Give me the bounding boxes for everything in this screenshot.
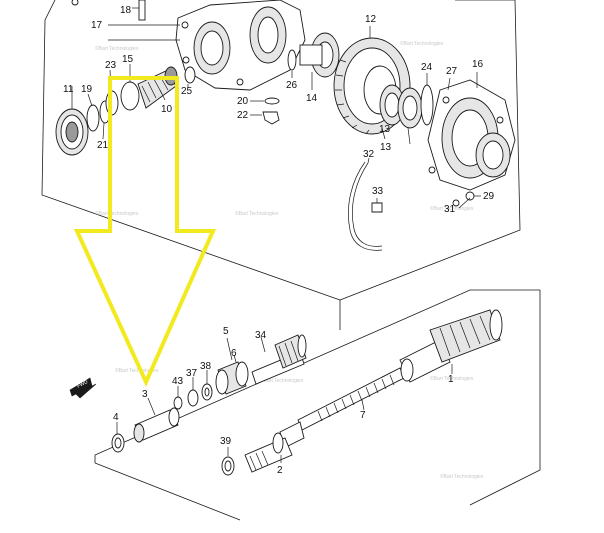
part-2-shaft [244, 432, 293, 473]
watermark-text: ©Bart Technologies [400, 40, 444, 47]
part-24-shim [420, 73, 434, 126]
part-label-13b: 13 [380, 142, 392, 153]
part-label-38: 38 [200, 361, 212, 372]
part-label-22: 22 [237, 110, 249, 121]
watermark-text: ©Bart Technologies [115, 367, 159, 374]
part-31-bolt [452, 197, 471, 209]
watermark-text: ©Bart Technologies [440, 473, 484, 480]
part-label-10: 10 [161, 104, 173, 115]
part-label-33: 33 [372, 186, 384, 197]
part-label-5: 5 [223, 326, 229, 337]
part-label-14: 14 [306, 93, 318, 104]
part-34-gear-shaft [251, 334, 307, 385]
part-11-bearing [55, 86, 89, 156]
part-label-19: 19 [81, 84, 93, 95]
part-label-3: 3 [142, 389, 148, 400]
part-label-17: 17 [91, 20, 103, 31]
part-17-housing [108, 0, 306, 91]
part-38-washer [201, 370, 213, 401]
part-label-16: 16 [472, 59, 484, 70]
highlight-arrow [73, 76, 217, 387]
part-10-pinion-gear [137, 66, 178, 109]
watermark-text: ©Bart Technologies [260, 377, 304, 384]
part-label-12: 12 [365, 14, 377, 25]
part-14-bearing [299, 32, 340, 90]
part-39-ring [221, 447, 235, 476]
part-labels: 18 17 12 15 23 11 19 25 26 14 20 22 10 2… [63, 5, 495, 476]
watermark-text: ©Bart Technologies [235, 210, 279, 217]
part-label-39: 39 [220, 436, 232, 447]
part-label-25: 25 [181, 86, 193, 97]
part-label-23: 23 [105, 60, 117, 71]
part-label-43: 43 [172, 376, 184, 387]
fwd-label: FWD [76, 379, 89, 390]
fwd-direction-marker: FWD [69, 377, 97, 399]
watermark-text: ©Bart Technologies [430, 375, 474, 382]
part-label-27: 27 [446, 66, 458, 77]
part-26-shim [287, 49, 297, 78]
part-37-washer [187, 377, 199, 407]
watermark-group: ©Bart Technologies ©Bart Technologies ©B… [95, 40, 484, 480]
part-label-2: 2 [277, 465, 283, 476]
part-label-15: 15 [122, 54, 134, 65]
part-29-bolt [465, 191, 481, 201]
part-label-20: 20 [237, 96, 249, 107]
part-label-7: 7 [360, 410, 366, 421]
part-32-gasket [348, 157, 383, 251]
part-label-6: 6 [231, 348, 237, 359]
watermark-text: ©Bart Technologies [430, 205, 474, 212]
part-18-bolt [71, 0, 146, 21]
part-20-washer [250, 97, 280, 105]
part-label-21: 21 [97, 140, 109, 151]
part-4-ring [111, 422, 125, 453]
part-5-spring [226, 337, 233, 361]
part-1-drive-shaft [399, 309, 503, 383]
part-label-1: 1 [448, 374, 454, 385]
part-3-sleeve [133, 397, 180, 443]
part-label-31: 31 [444, 204, 456, 215]
part-6-gear [215, 354, 249, 395]
part-13-bearing [379, 84, 423, 145]
part-label-26: 26 [286, 80, 298, 91]
part-label-11: 11 [63, 84, 74, 95]
watermark-text: ©Bart Technologies [95, 45, 139, 52]
part-label-32: 32 [363, 149, 375, 160]
part-16-cover [427, 72, 516, 191]
part-19-ring [86, 93, 100, 132]
part-43-clip [173, 386, 183, 410]
watermark-text: ©Bart Technologies [95, 210, 139, 217]
part-label-18: 18 [120, 5, 132, 16]
part-label-4: 4 [113, 412, 119, 423]
part-15-spacer [120, 64, 140, 111]
part-22-nut [250, 111, 280, 125]
part-33-bolt [371, 198, 383, 213]
part-label-34: 34 [255, 330, 267, 341]
part-label-29: 29 [483, 191, 495, 202]
part-label-24: 24 [421, 62, 433, 73]
part-label-37: 37 [186, 368, 198, 379]
part-25-seal [184, 66, 196, 88]
part-label-13a: 13 [379, 124, 391, 135]
